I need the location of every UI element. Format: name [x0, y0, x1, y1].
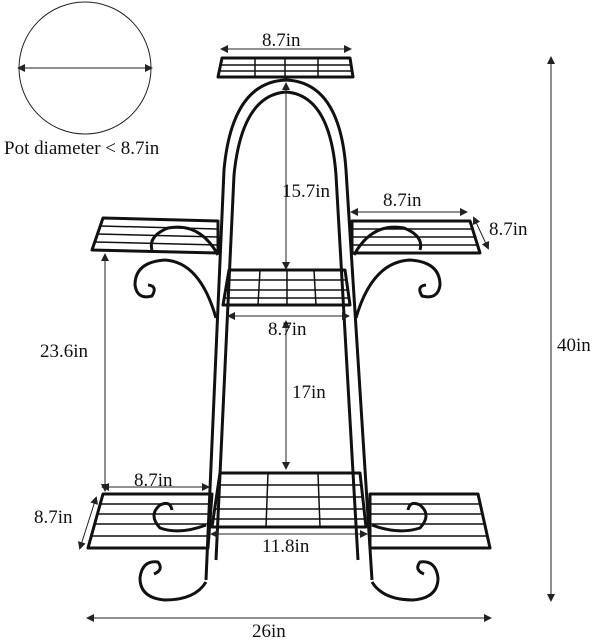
side-height-label: 23.6in: [40, 341, 89, 362]
upper-height-label: 15.7in: [282, 181, 331, 202]
side-shelf-depth-label: 8.7in: [489, 219, 528, 240]
pot-circle: [17, 1, 153, 135]
bottom-shelf-width-label: 11.8in: [262, 536, 310, 557]
pot-diameter-label: Pot diameter < 8.7in: [4, 138, 160, 159]
bottom-side-width-label: 8.7in: [134, 470, 173, 491]
overall-width-label: 26in: [252, 621, 286, 642]
dimension-lines: [78, 45, 555, 622]
bottom-side-depth-label: 8.7in: [34, 507, 73, 528]
stand-frame: [86, 56, 492, 602]
lower-height-label: 17in: [292, 382, 326, 403]
middle-shelf-width-label: 8.7in: [268, 319, 307, 340]
overall-height-label: 40in: [557, 335, 591, 356]
top-width-label: 8.7in: [262, 30, 301, 51]
side-shelf-width-label: 8.7in: [383, 190, 422, 211]
